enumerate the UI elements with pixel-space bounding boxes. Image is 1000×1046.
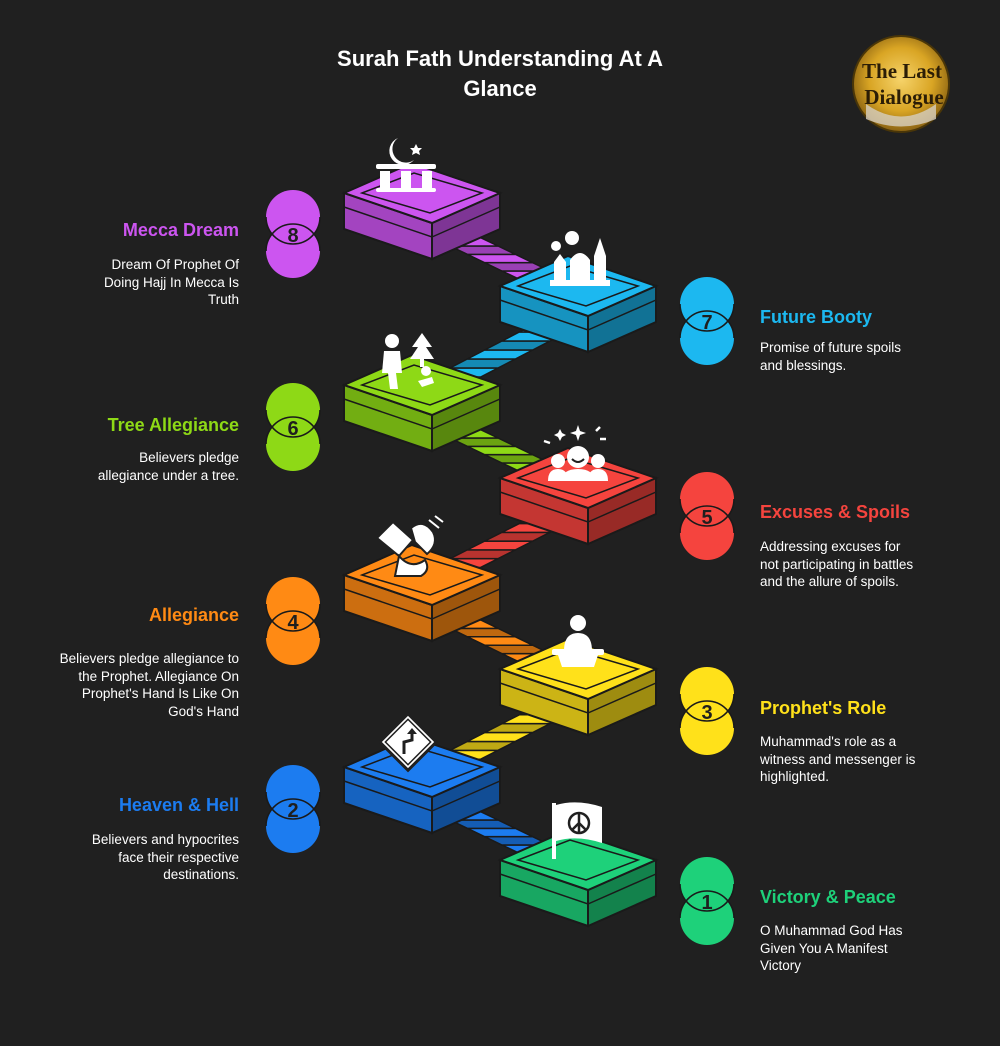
crowd-excited-icon <box>543 425 608 481</box>
description-line: Believers pledge <box>139 450 239 465</box>
description-line: highlighted. <box>760 769 830 784</box>
description-line: face their respective <box>118 849 239 865</box>
step-6-title: Tree Allegiance <box>107 415 239 435</box>
step-3-description: Muhammad's role as a witness and messeng… <box>760 733 915 786</box>
stair-step <box>466 349 534 360</box>
peace-flag-icon <box>552 802 602 859</box>
description-line: Addressing excuses for <box>760 539 901 554</box>
description-line: Doing Hajj In Mecca Is <box>103 274 239 290</box>
step-2-title: Heaven & Hell <box>118 795 239 815</box>
stair-step <box>484 340 551 351</box>
step-number: 8 <box>287 225 298 247</box>
title-line-2: Glance <box>463 76 537 101</box>
step-4-badge: 4 <box>265 577 321 665</box>
stair-step <box>484 722 551 734</box>
stair-step <box>467 253 533 264</box>
platform-1 <box>497 828 659 928</box>
step-1-badge: 1 <box>679 857 735 945</box>
platform-4 <box>341 543 503 643</box>
page-title: Surah Fath Understanding At A Glance <box>300 44 700 104</box>
step-number: 4 <box>287 612 299 634</box>
description-line: Truth <box>207 292 239 307</box>
description-line: Believers and hypocrites <box>91 832 239 847</box>
stair-step <box>467 827 533 838</box>
people-tree-icon <box>382 333 434 389</box>
platform-3 <box>497 637 659 737</box>
stair-step <box>467 445 533 456</box>
step-6-description: Believers pledge allegiance under a tree… <box>98 449 239 484</box>
stair-step <box>484 531 551 542</box>
platforms <box>341 161 659 928</box>
logo: The Last Dialogue <box>852 35 950 133</box>
step-number: 1 <box>701 892 712 914</box>
stair-step <box>466 731 534 743</box>
step-number: 5 <box>701 507 712 529</box>
description-line: God's Hand <box>168 703 239 719</box>
turn-sign-icon <box>377 711 439 773</box>
stair-step <box>449 358 516 369</box>
description-line: not participating in battles <box>760 556 914 572</box>
description-line: the Prophet. Allegiance On <box>78 668 239 684</box>
title-line-1: Surah Fath Understanding At A <box>337 46 663 71</box>
step-1-description: O Muhammad God Has Given You A Manifest … <box>760 922 903 975</box>
step-number: 3 <box>701 702 712 724</box>
step-3-title: Prophet's Role <box>760 698 887 718</box>
step-icons <box>375 138 610 859</box>
step-8-badge: 8 <box>265 190 321 278</box>
description-line: and blessings. <box>760 357 847 373</box>
stair-step <box>449 549 516 560</box>
step-8-description: Dream Of Prophet Of Doing Hajj In Mecca … <box>104 256 239 309</box>
description-line: Prophet's Hand Is Like On <box>81 686 239 701</box>
step-4-title: Allegiance <box>148 605 239 625</box>
stair-step <box>466 540 534 551</box>
description-line: Given You A Manifest <box>760 940 888 956</box>
stair-step <box>449 740 516 752</box>
step-8-title: Mecca Dream <box>122 220 239 240</box>
description-line: Victory <box>760 958 802 973</box>
step-3-badge: 3 <box>679 667 735 755</box>
step-6-badge: 6 <box>265 383 321 471</box>
step-7-badge: 7 <box>679 277 735 365</box>
description-line: witness and messenger is <box>760 751 916 767</box>
description-line: O Muhammad God Has <box>760 923 903 938</box>
step-2-description: Believers and hypocrites face their resp… <box>92 831 239 884</box>
castle-icon <box>550 231 610 286</box>
stair-step <box>467 636 533 646</box>
logo-text-2: Dialogue <box>864 85 943 109</box>
step-1-title: Victory & Peace <box>760 887 896 907</box>
description-line: and the allure of spoils. <box>760 574 899 589</box>
step-2-badge: 2 <box>265 765 321 853</box>
crescent-mosque-icon <box>376 138 436 192</box>
description-line: allegiance under a tree. <box>97 467 239 483</box>
step-4-description: Believers pledge allegiance to the Proph… <box>60 650 239 720</box>
description-line: destinations. <box>163 867 239 882</box>
handshake-icon <box>375 515 444 577</box>
step-7-title: Future Booty <box>760 307 872 327</box>
step-7-description: Promise of future spoils and blessings. <box>760 339 901 374</box>
step-number: 2 <box>287 800 298 822</box>
speaker-podium-icon <box>552 615 604 667</box>
step-5-title: Excuses & Spoils <box>760 502 911 522</box>
number-badges: 1 2 3 4 5 6 7 8 <box>265 190 735 945</box>
logo-text-1: The Last <box>862 59 942 83</box>
step-number: 6 <box>287 418 298 440</box>
step-5-badge: 5 <box>679 472 735 560</box>
description-line: Dream Of Prophet Of <box>111 257 239 272</box>
description-line: Promise of future spoils <box>760 340 902 355</box>
step-5-description: Addressing excuses for not participating… <box>760 538 913 591</box>
description-line: Believers pledge allegiance to <box>59 651 239 666</box>
step-number: 7 <box>701 312 712 334</box>
description-line: Muhammad's role as a <box>760 734 897 749</box>
